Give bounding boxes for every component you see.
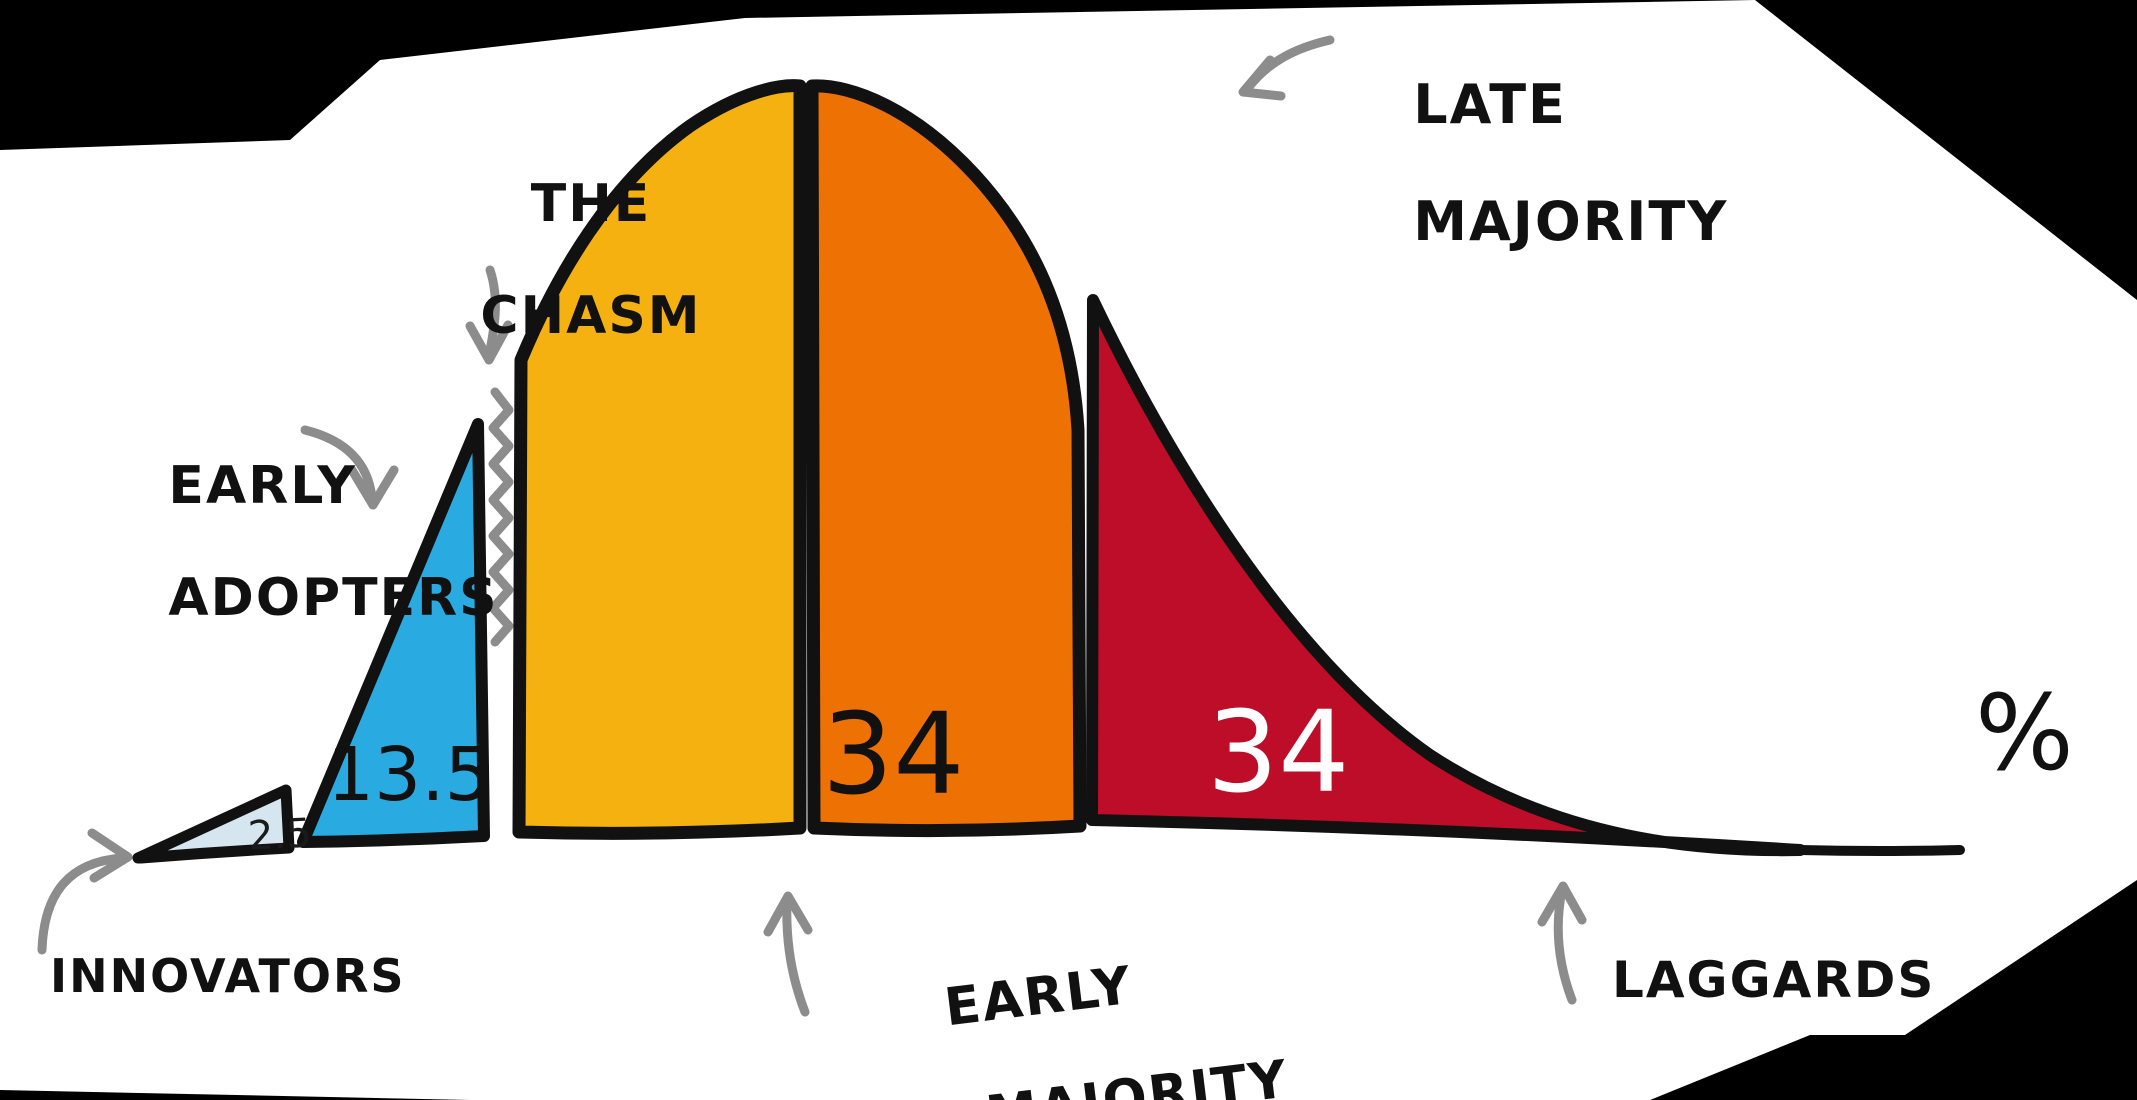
arrow-chasm <box>465 265 513 365</box>
label-early-majority-line2: MAJORITY <box>982 1049 1293 1100</box>
arrow-laggards <box>1537 881 1587 1005</box>
segment-innovators[interactable] <box>132 784 295 864</box>
label-late-majority-line1: LATE <box>1413 73 1567 137</box>
label-the-chasm-line2: CHASM <box>480 286 702 347</box>
segment-laggards[interactable] <box>1086 294 1806 857</box>
label-late-majority: LATE MAJORITY <box>1330 18 1728 310</box>
label-late-majority-line2: MAJORITY <box>1413 189 1729 253</box>
segment-early-majority[interactable] <box>512 79 807 840</box>
baseline-tail <box>1795 845 1965 856</box>
label-the-chasm: THE CHASM <box>400 120 702 401</box>
arrow-early-adopters <box>300 425 399 510</box>
chasm-zigzag <box>488 387 514 647</box>
arrow-early-majority <box>763 891 813 1017</box>
percent-symbol: % <box>1975 672 2074 794</box>
value-label-laggards: 16 <box>1545 690 1678 812</box>
label-early-adopters-line2: ADOPTERS <box>168 568 499 629</box>
label-early-adopters-line1: EARLY <box>168 456 357 517</box>
label-laggards: LAGGARDS <box>1612 951 1936 1009</box>
value-label-late-majority: 34 <box>1207 688 1350 818</box>
label-early-majority-line1: EARLY <box>941 955 1136 1039</box>
value-label-early-majority: 34 <box>822 690 965 820</box>
segment-early-adopters[interactable] <box>297 418 490 848</box>
label-innovators: INNOVATORS <box>50 949 406 1003</box>
arrow-innovators <box>37 828 133 955</box>
label-the-chasm-line1: THE <box>530 174 652 235</box>
segment-late-majority[interactable] <box>805 79 1087 838</box>
arrow-late-majority <box>1238 35 1335 101</box>
value-label-early-adopters: 13.5 <box>327 732 492 818</box>
label-early-adopters: EARLY ADOPTERS <box>88 402 499 683</box>
value-label-innovators: 2.5 <box>246 810 313 860</box>
